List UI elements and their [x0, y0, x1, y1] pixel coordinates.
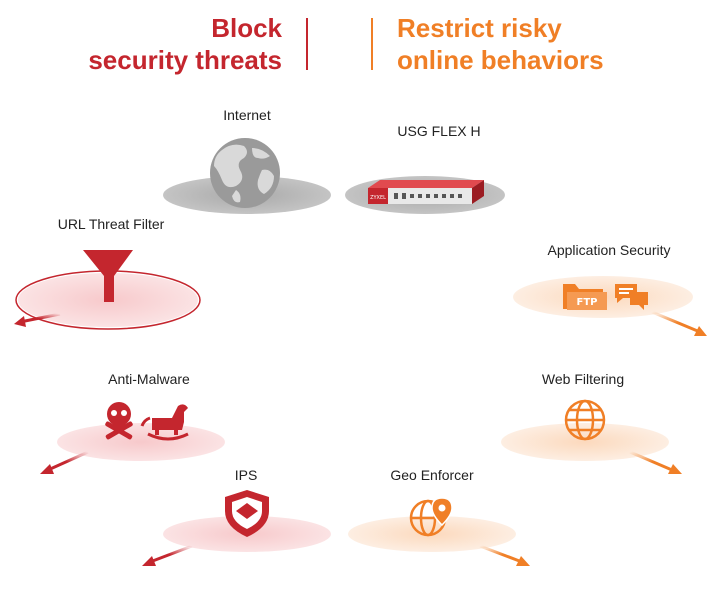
geo-enforcer-arrow	[479, 544, 523, 564]
ips-label: IPS	[234, 467, 258, 483]
svg-text:ZYXEL: ZYXEL	[370, 195, 386, 201]
block-threats-heading: Block security threats	[88, 13, 282, 75]
svg-text:FTP: FTP	[577, 297, 598, 308]
url-threat-filter-node	[14, 250, 201, 330]
globe-icon	[210, 138, 280, 208]
url-threat-filter-arrow	[19, 312, 61, 324]
ips-node	[142, 490, 331, 566]
anti-malware-label: Anti-Malware	[108, 371, 190, 387]
geo-enforcer-node	[348, 497, 530, 566]
device-node: ZYXEL	[345, 176, 505, 214]
anti-malware-node	[40, 402, 225, 474]
trojan-horse-icon	[140, 404, 189, 441]
web-filtering-label: Web Filtering	[541, 371, 625, 387]
url-threat-filter-label: URL Threat Filter	[57, 216, 165, 232]
skull-icon	[105, 402, 133, 440]
application-security-node: FTP	[513, 276, 707, 336]
ips-arrow	[149, 544, 193, 564]
geo-enforcer-label: Geo Enforcer	[390, 467, 474, 483]
funnel-icon	[83, 250, 133, 302]
internet-label: Internet	[223, 107, 271, 123]
internet-node	[163, 138, 331, 214]
web-filtering-arrow	[629, 450, 673, 472]
shield-icon	[225, 490, 269, 537]
anti-malware-arrow	[47, 450, 89, 472]
heading-divider-left	[306, 18, 308, 70]
folder-ftp-chat-icon: FTP	[563, 284, 648, 310]
application-security-arrow	[651, 310, 701, 334]
globe-location-pin-icon	[409, 497, 453, 537]
device-label: USG FLEX H	[397, 123, 481, 139]
firewall-appliance-icon: ZYXEL	[368, 180, 484, 204]
restrict-behaviors-heading: Restrict risky online behaviors	[397, 13, 604, 75]
web-globe-icon	[564, 399, 606, 441]
application-security-label: Application Security	[547, 242, 671, 258]
web-filtering-node	[501, 399, 682, 474]
heading-divider-right	[371, 18, 373, 70]
